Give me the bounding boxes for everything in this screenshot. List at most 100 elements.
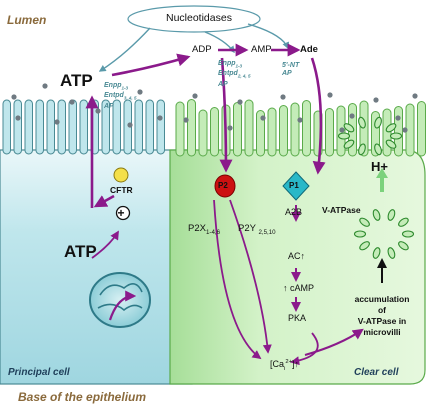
clear-cell-label: Clear cell — [354, 367, 399, 378]
pathway-arrows — [85, 43, 364, 366]
atp-enzyme-1: Enpp1-3 — [104, 82, 129, 91]
v-atpase-unit — [358, 116, 366, 129]
lumen-particle — [349, 113, 355, 119]
adp-label: ADP — [192, 44, 212, 55]
v-atpase-unit — [343, 139, 355, 149]
microvillus — [233, 102, 242, 157]
p2y-label: P2Y 2,5,10 — [238, 223, 276, 236]
lumen-particle — [183, 117, 189, 123]
v-atpase-unit — [353, 230, 367, 238]
accumulation-text: accumulation of V-ATPase in microvilli — [336, 294, 428, 338]
v-atpase-unit — [398, 217, 409, 227]
amp-enzymes: 5'-NT AP — [282, 62, 299, 78]
lumen-particle — [327, 92, 333, 98]
principal-microvilli — [2, 99, 165, 155]
microvillus — [68, 99, 77, 155]
p1-label: P1 — [289, 181, 299, 190]
microvillus — [79, 99, 88, 155]
principal-cell-label: Principal cell — [8, 367, 70, 378]
v-atpase-unit — [343, 123, 355, 133]
lumen-particle — [260, 115, 266, 121]
cftr-channel — [113, 167, 129, 183]
microvillus — [244, 99, 254, 157]
microvillus — [145, 99, 154, 155]
camp-label: ↑ cAMP — [283, 283, 315, 293]
microvillus — [156, 99, 165, 155]
adp-enzyme-1: Enpp1-3 — [218, 60, 243, 69]
atp-enzyme-3: AP — [104, 102, 114, 110]
v-atpase-unit — [374, 116, 382, 129]
microvillus — [13, 99, 22, 155]
p2x-label: P2X1-4,6 — [188, 223, 221, 236]
accumulation-line-2: of — [377, 305, 387, 315]
microvillus — [2, 99, 11, 155]
v-atpase-unit — [359, 241, 370, 251]
v-atpase-unit — [385, 139, 397, 149]
a2b-label: A2B — [285, 207, 303, 217]
accumulation-line-4: microvilli — [363, 327, 401, 337]
lumen-particle — [54, 119, 60, 125]
v-atpase-unit — [387, 247, 396, 259]
lumen-particle — [95, 108, 101, 114]
accumulation-line-3: V-ATPase in — [357, 316, 407, 326]
microvillus — [101, 99, 110, 155]
microvillus — [302, 100, 311, 157]
v-atpase-vesicles — [337, 116, 415, 259]
lumen-particle — [42, 83, 48, 89]
v-atpase-unit — [372, 247, 381, 259]
microvillus — [325, 108, 334, 157]
cftr-label: CFTR — [110, 185, 133, 195]
microvillus — [290, 102, 300, 157]
clear-microvilli — [175, 99, 426, 157]
lumen-particle — [402, 127, 408, 133]
v-atpase-unit — [337, 132, 351, 140]
microvillus — [359, 100, 369, 157]
lumen-particle — [192, 93, 198, 99]
microvillus — [394, 106, 403, 157]
adp-enzyme-3: AP — [218, 80, 228, 88]
v-atpase-unit — [358, 143, 366, 156]
microvillus — [210, 107, 219, 157]
principal-cell — [0, 99, 193, 385]
atp-bottom-label: ATP — [64, 242, 97, 261]
accumulation-line-1: accumulation — [354, 294, 410, 304]
microvillus — [382, 108, 392, 157]
microvillus — [198, 109, 208, 157]
microvillus — [134, 99, 143, 155]
p2-label: P2 — [218, 181, 228, 190]
atp-enzymes: Enpp1-3 Entpd3, 4, 5 AP — [104, 82, 136, 111]
amp-enzyme-2: AP — [282, 70, 292, 77]
adp-enzymes: Enpp1-3 Entpd2, 4, 5 AP — [218, 60, 250, 89]
lumen-particle — [11, 94, 17, 100]
lumen-particle — [280, 94, 286, 100]
v-atpase-unit — [374, 143, 382, 156]
h-plus-arrowhead — [376, 168, 388, 178]
microvillus — [417, 101, 426, 157]
amp-label: AMP — [251, 44, 272, 55]
lumen-particle — [395, 115, 401, 121]
microvillus — [35, 99, 44, 155]
plus-circle — [115, 205, 131, 221]
v-atpase-unit — [387, 209, 396, 221]
lumen-particle — [339, 127, 345, 133]
v-atpase-unit — [389, 132, 403, 140]
lumen-particle — [137, 89, 143, 95]
v-atpase-unit — [401, 230, 415, 238]
v-atpase-unit — [359, 217, 370, 227]
lumen-particle — [237, 99, 243, 105]
nucleotidases-ellipse — [127, 5, 261, 33]
microvillus — [112, 99, 121, 155]
amp-enzyme-1: 5'-NT — [282, 62, 300, 69]
ac-label: AC↑ — [288, 251, 306, 261]
microvillus — [46, 99, 55, 155]
microvillus — [279, 105, 288, 157]
microvillus — [187, 99, 196, 157]
p1-receptor — [282, 171, 310, 201]
lumen-particle — [373, 97, 379, 103]
v-atpase-unit — [385, 123, 397, 133]
microvillus — [175, 101, 185, 157]
pka-label: PKA — [288, 313, 307, 323]
lumen-particle — [412, 93, 418, 99]
microvillus — [24, 99, 33, 155]
